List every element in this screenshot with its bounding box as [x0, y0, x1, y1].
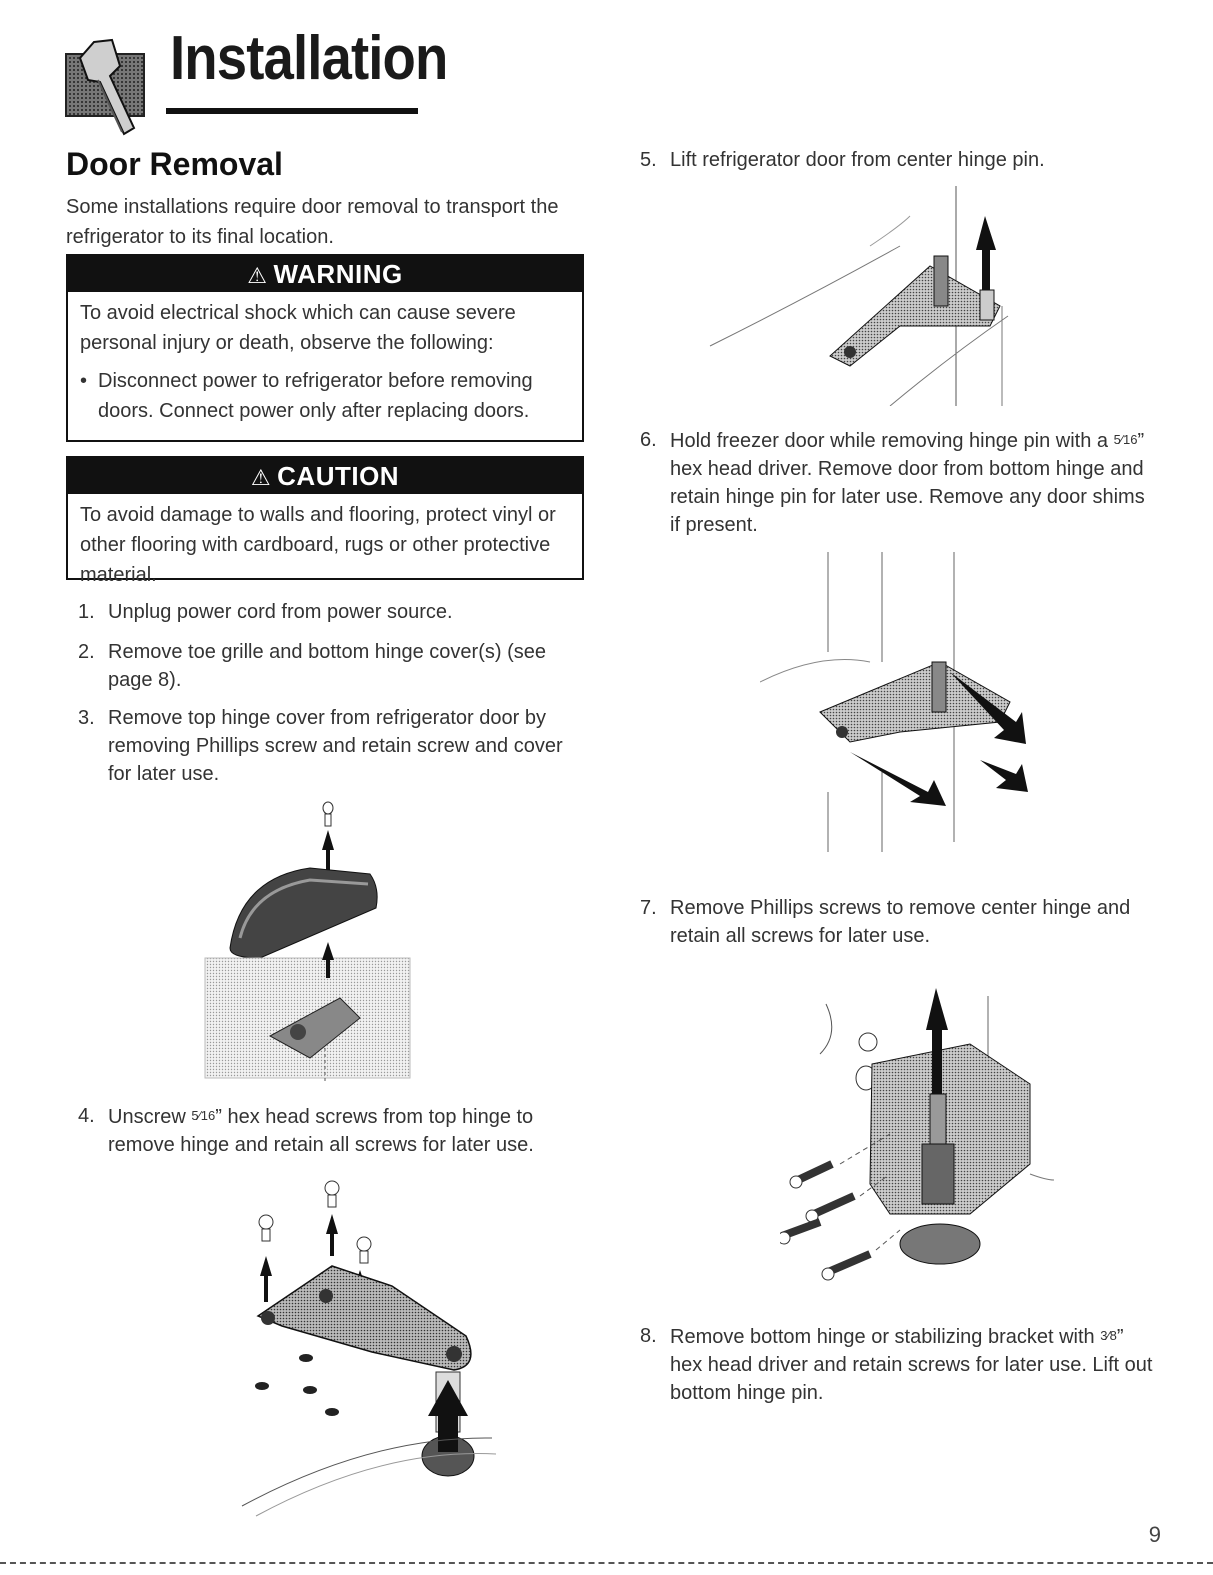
screw-icon: [258, 1214, 274, 1242]
screw-icon: [356, 1236, 372, 1264]
step-7: 7. Remove Phillips screws to remove cent…: [640, 897, 1131, 947]
freezer-door-removal-illustration: [760, 552, 1050, 862]
page-number: 9: [1148, 1522, 1161, 1547]
warning-box: ⚠WARNING To avoid electrical shock which…: [66, 254, 584, 442]
caution-triangle-icon: ⚠: [250, 465, 272, 490]
bullet-dot: •: [80, 370, 88, 392]
page-bottom-border: [0, 1562, 1213, 1564]
warning-bullet-text: Disconnect power to refrigerator before …: [98, 370, 533, 422]
screw-icon: [805, 1192, 856, 1223]
caution-header: ⚠CAUTION: [68, 458, 582, 494]
caution-text: To avoid damage to walls and flooring, p…: [80, 504, 556, 586]
up-arrow-icon: [322, 830, 334, 870]
step-3: 3. Remove top hinge cover from refrigera…: [78, 707, 563, 785]
step-6: 6. Hold freezer door while removing hing…: [640, 429, 1145, 536]
section-title: Door Removal: [66, 146, 283, 182]
arrow-icon: [950, 672, 1026, 744]
screw-icon: [821, 1250, 872, 1281]
screw-icon: [324, 1180, 340, 1208]
screw-icon: [780, 1218, 822, 1245]
up-arrow-icon: [976, 216, 996, 290]
intro-paragraph: Some installations require door removal …: [66, 196, 559, 248]
screw-icon: [322, 801, 334, 827]
screw-icon: [789, 1160, 834, 1189]
page-header-title: Installation: [170, 24, 448, 93]
up-arrow-icon: [428, 1380, 468, 1452]
step-5: 5. Lift refrigerator door from center hi…: [640, 149, 1045, 171]
caution-box: ⚠CAUTION To avoid damage to walls and fl…: [66, 456, 584, 586]
wrench-icon: [64, 36, 152, 136]
warning-triangle-icon: ⚠: [247, 263, 268, 288]
warning-bullet: • Disconnect power to refrigerator befor…: [80, 366, 570, 426]
step-8: 8. Remove bottom hinge or stabilizing br…: [640, 1325, 1153, 1404]
caution-label: CAUTION: [277, 461, 400, 491]
center-hinge-illustration: [780, 984, 1070, 1294]
step-1: 1. Unplug power cord from power source.: [78, 601, 453, 623]
warning-text: To avoid electrical shock which can caus…: [80, 302, 516, 354]
arrow-icon: [850, 752, 946, 806]
step-4: 4. Unscrew 5⁄16” hex head screws from to…: [78, 1105, 534, 1156]
nut-icon: [855, 1032, 878, 1091]
top-hinge-illustration: [222, 1176, 502, 1526]
up-arrow-icon: [322, 942, 334, 978]
arrow-icon: [980, 760, 1028, 792]
up-arrow-icon: [926, 988, 948, 1094]
up-arrow-icon: [326, 1214, 338, 1256]
warning-header: ⚠WARNING: [68, 256, 582, 292]
center-hinge-pin-illustration: [690, 186, 1020, 406]
up-arrow-icon: [260, 1256, 272, 1302]
step-2: 2. Remove toe grille and bottom hinge co…: [78, 641, 546, 691]
header-divider: [166, 108, 418, 114]
warning-label: WARNING: [273, 259, 403, 289]
top-hinge-cover-illustration: [200, 798, 420, 1088]
